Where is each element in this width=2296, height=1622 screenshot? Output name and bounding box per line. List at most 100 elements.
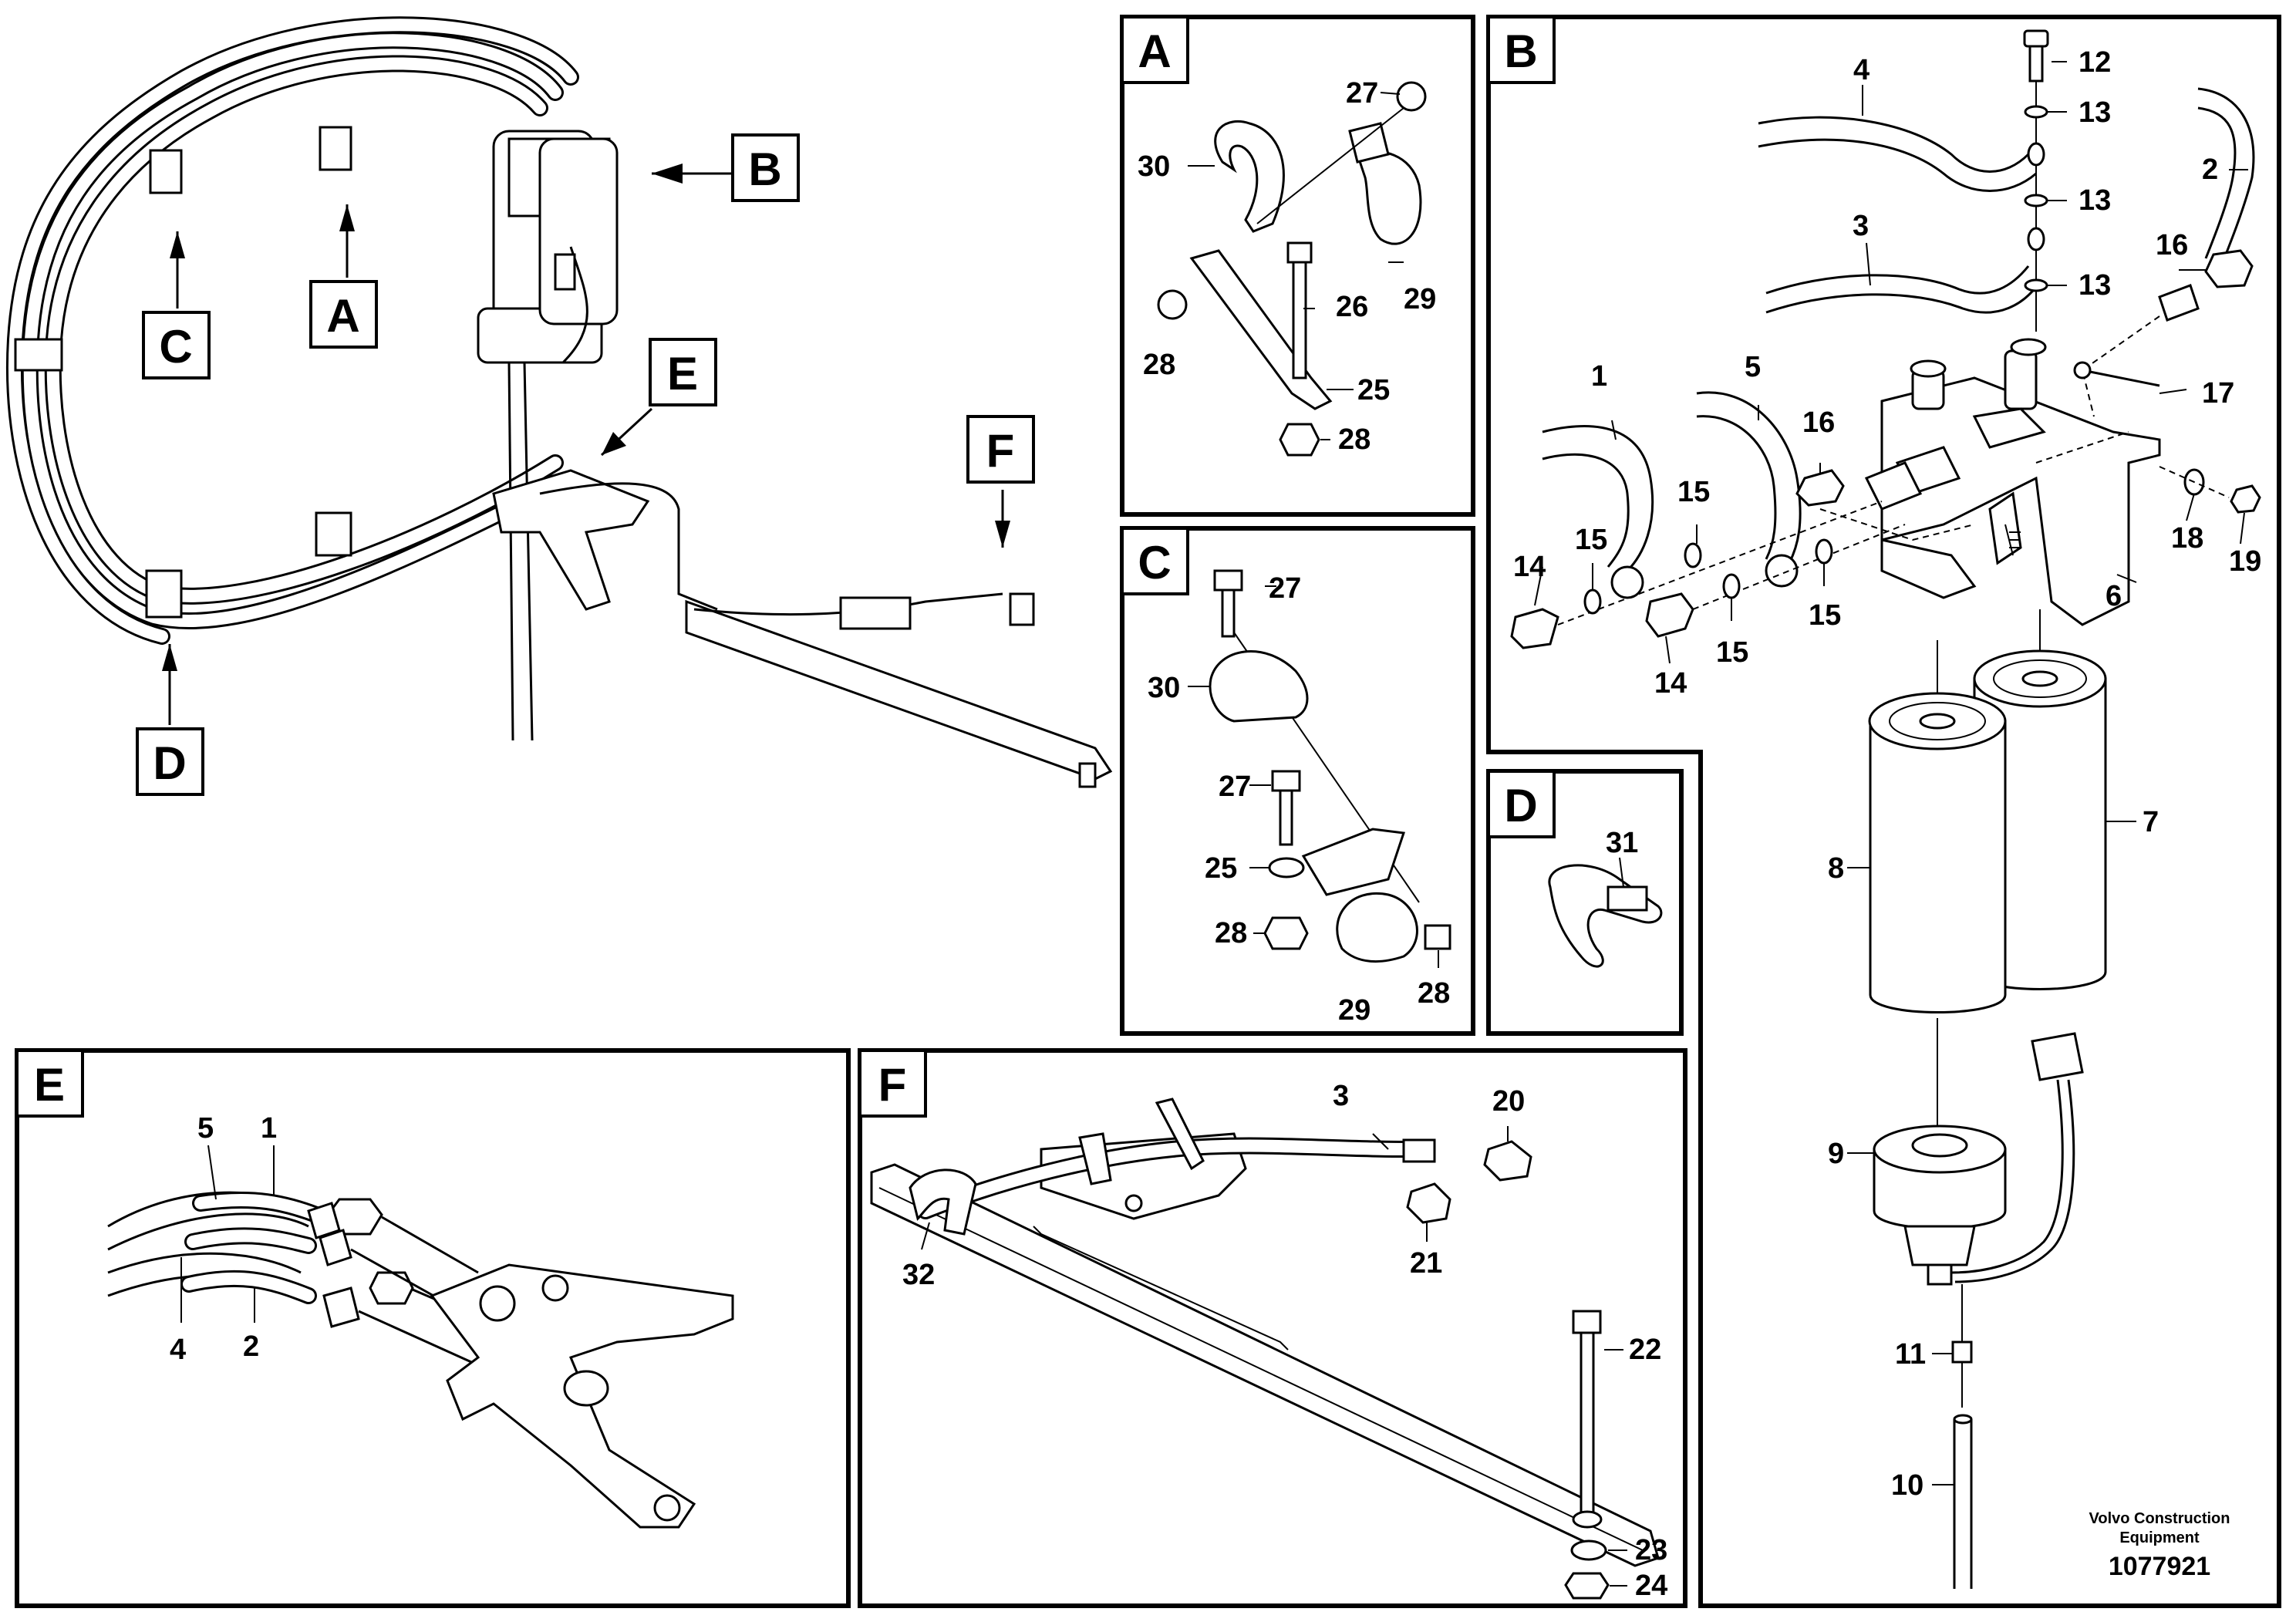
callout-d[interactable]: D bbox=[136, 727, 204, 796]
part-label-b-n16b: 16 bbox=[1802, 406, 1835, 439]
part-label-b-n9: 9 bbox=[1828, 1138, 1844, 1170]
part-label-c-n27a: 27 bbox=[1269, 572, 1301, 605]
panel-f: F 3 20 32 bbox=[858, 1048, 1687, 1608]
part-label-f-n20: 20 bbox=[1492, 1085, 1525, 1118]
clamp-d-mark bbox=[145, 569, 183, 619]
fitting-e-5 bbox=[319, 1229, 352, 1266]
washer-15-c bbox=[1722, 573, 1741, 599]
part-label-f-n24: 24 bbox=[1635, 1570, 1667, 1602]
fitting-20 bbox=[1483, 1140, 1532, 1182]
part-label-b-n13c: 13 bbox=[2079, 269, 2111, 302]
callout-a-letter: A bbox=[326, 290, 359, 342]
part-label-b-n10: 10 bbox=[1891, 1469, 1923, 1502]
part-label-c-n28a: 28 bbox=[1215, 917, 1247, 949]
panel-e-letter: E bbox=[34, 1059, 65, 1111]
part-label-b-n5: 5 bbox=[1745, 351, 1761, 383]
fitting-16-lower bbox=[1795, 469, 1845, 507]
washer-23 bbox=[1570, 1539, 1607, 1561]
washer-15-d bbox=[1815, 538, 1833, 565]
part-label-a-n26: 26 bbox=[1336, 291, 1368, 323]
clamp-side bbox=[14, 338, 63, 372]
clamp-29-c bbox=[1336, 892, 1418, 963]
nut-24 bbox=[1564, 1572, 1610, 1600]
callout-f-letter: F bbox=[986, 425, 1015, 477]
callout-c-letter: C bbox=[159, 321, 192, 373]
fitting-5 bbox=[1765, 554, 1799, 588]
callout-c[interactable]: C bbox=[142, 311, 211, 379]
part-label-f-n22: 22 bbox=[1629, 1334, 1661, 1366]
part-label-a-n25: 25 bbox=[1357, 374, 1390, 406]
part-label-a-n27: 27 bbox=[1346, 77, 1378, 110]
part-label-b-n6: 6 bbox=[2106, 580, 2122, 612]
rail-overview bbox=[685, 592, 1113, 788]
part-label-b-n1: 1 bbox=[1591, 360, 1607, 393]
bracket-c bbox=[1301, 828, 1406, 896]
part-label-b-n14b: 14 bbox=[1654, 667, 1687, 700]
part-label-d-n31: 31 bbox=[1606, 827, 1638, 859]
part-label-e-n2: 2 bbox=[243, 1330, 259, 1363]
washer-13-c bbox=[2024, 278, 2048, 292]
callout-d-letter: D bbox=[153, 737, 186, 789]
panel-f-letter: F bbox=[878, 1059, 907, 1111]
part-label-b-n18: 18 bbox=[2171, 522, 2203, 555]
callout-e-letter: E bbox=[667, 348, 698, 400]
part-label-f-n23: 23 bbox=[1635, 1534, 1667, 1566]
fitting-21 bbox=[1406, 1182, 1451, 1224]
clamp-30-c bbox=[1209, 650, 1309, 723]
filter-head-6 bbox=[1819, 338, 2161, 626]
bolt-26 bbox=[1286, 241, 1313, 264]
part-label-b-n13b: 13 bbox=[2079, 184, 2111, 217]
nut-28-c bbox=[1263, 916, 1309, 950]
rail-f bbox=[870, 1163, 1660, 1567]
washer-15-a bbox=[1583, 588, 1602, 615]
clamp-lower bbox=[315, 511, 352, 557]
part-label-a-n28b: 28 bbox=[1338, 423, 1371, 456]
panel-a-letter: A bbox=[1138, 25, 1171, 77]
panel-e: E 5 1 4 2 bbox=[15, 1048, 851, 1608]
part-label-b-n7: 7 bbox=[2143, 806, 2159, 838]
sensor-connector bbox=[2031, 1032, 2084, 1081]
part-label-e-n5: 5 bbox=[197, 1112, 214, 1145]
callout-e[interactable]: E bbox=[649, 338, 717, 406]
part-label-c-n30: 30 bbox=[1148, 672, 1180, 704]
brand-line-1: Volvo Construction bbox=[2089, 1510, 2230, 1527]
part-label-c-n29: 29 bbox=[1338, 994, 1371, 1027]
part-label-b-n13a: 13 bbox=[2079, 96, 2111, 129]
part-label-b-n15b: 15 bbox=[1575, 524, 1607, 556]
panel-d: D 31 bbox=[1486, 769, 1684, 1036]
brand-line-2: Equipment bbox=[2119, 1529, 2200, 1546]
bolt-27-top bbox=[1213, 569, 1243, 592]
part-label-e-n1: 1 bbox=[261, 1112, 277, 1145]
bolt-12 bbox=[2023, 29, 2049, 48]
part-label-a-n29: 29 bbox=[1404, 283, 1436, 315]
callout-f[interactable]: F bbox=[966, 415, 1035, 484]
panel-c-letter: C bbox=[1138, 537, 1171, 588]
clamp-30 bbox=[1214, 120, 1285, 233]
callout-b[interactable]: B bbox=[731, 133, 800, 202]
fitting-1 bbox=[1610, 565, 1644, 599]
part-label-b-n16a: 16 bbox=[2156, 229, 2188, 261]
part-label-b-n2: 2 bbox=[2202, 153, 2218, 186]
washer-28-left bbox=[1157, 289, 1188, 320]
washer-13-b bbox=[2024, 194, 2048, 207]
clamp-a-mark bbox=[319, 126, 352, 171]
nut-28-lower bbox=[1279, 423, 1320, 457]
panel-c: C 27 30 27 25 28 29 28 bbox=[1120, 526, 1475, 1036]
part-label-c-n25: 25 bbox=[1205, 852, 1237, 885]
nut-28-right bbox=[1424, 924, 1451, 950]
part-label-b-n15c: 15 bbox=[1809, 599, 1841, 632]
fitting-16-upper bbox=[2204, 249, 2254, 288]
part-label-a-n28a: 28 bbox=[1143, 349, 1175, 381]
washer-15-b bbox=[1684, 542, 1702, 568]
callout-a[interactable]: A bbox=[309, 280, 378, 349]
fitting-e-4 bbox=[369, 1271, 414, 1305]
part-label-a-n30: 30 bbox=[1138, 150, 1170, 183]
filter-cartridge-8 bbox=[1868, 692, 2007, 1013]
pipe-bundle bbox=[5, 16, 579, 645]
panel-d-letter: D bbox=[1504, 780, 1537, 831]
part-label-b-n11: 11 bbox=[1895, 1338, 1926, 1371]
part-label-b-n3: 3 bbox=[1853, 210, 1869, 242]
part-label-b-n4: 4 bbox=[1853, 54, 1870, 86]
cable-tie-31 bbox=[1548, 864, 1663, 968]
